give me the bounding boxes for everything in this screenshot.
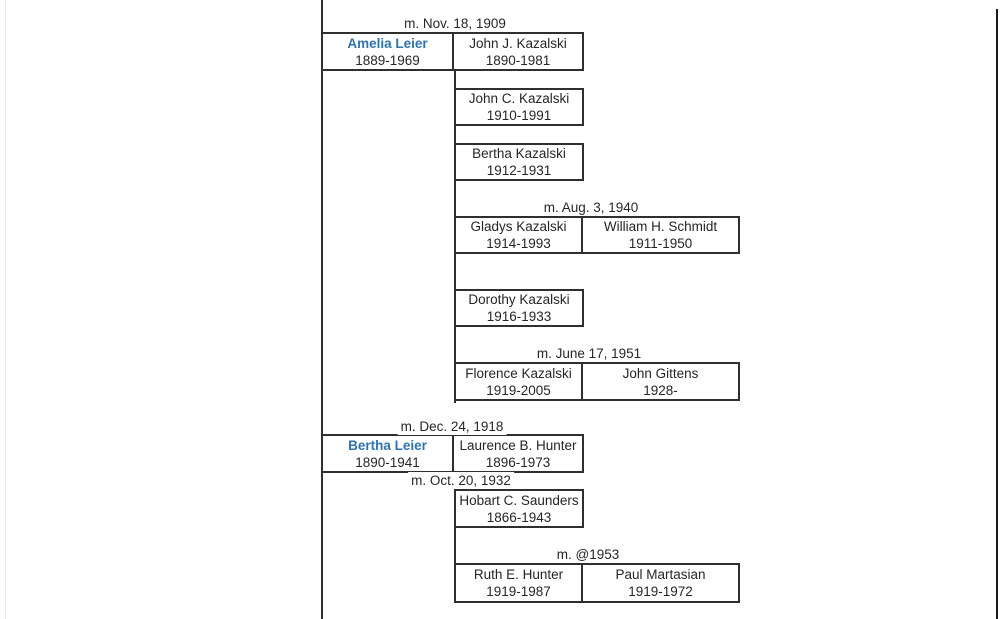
person-dates: 1919-1987 xyxy=(486,584,551,599)
person-dates: 1889-1969 xyxy=(355,52,420,68)
couple-box-amelia-johnj: Amelia Leier 1889-1969 John J. Kazalski … xyxy=(321,32,584,71)
person-name: Bertha Leier xyxy=(348,437,427,453)
person-dates: 1866-1943 xyxy=(486,509,552,525)
person-dates: 1911-1950 xyxy=(628,236,693,251)
person-dates: 1914-1993 xyxy=(486,236,551,251)
window-edge-line xyxy=(996,9,998,619)
marriage-date-florence-gittens: m. June 17, 1951 xyxy=(533,345,645,362)
person-bertha-leier: Bertha Leier 1890-1941 xyxy=(323,436,454,471)
marriage-date-leier-kazalski: m. Nov. 18, 1909 xyxy=(401,15,509,32)
person-dates: 1928- xyxy=(643,382,678,398)
person-ruth-hunter: Ruth E. Hunter 1919-1987 xyxy=(456,565,583,601)
person-name: John Gittens xyxy=(622,365,699,381)
person-john-c-kazalski: John C. Kazalski 1910-1991 xyxy=(454,88,584,126)
tree-spine-main xyxy=(321,0,323,619)
tree-spine-hunter-children xyxy=(454,472,456,602)
person-name: John J. Kazalski xyxy=(469,35,567,51)
couple-box-gladys-william: Gladys Kazalski 1914-1993 William H. Sch… xyxy=(454,216,740,254)
person-name: Ruth E. Hunter xyxy=(473,567,564,582)
marriage-date-gladys-william: m. Aug. 3, 1940 xyxy=(540,199,642,216)
person-name: Gladys Kazalski xyxy=(470,219,567,234)
person-dates: 1890-1981 xyxy=(485,52,551,68)
person-john-j-kazalski: John J. Kazalski 1890-1981 xyxy=(454,34,582,69)
couple-box-florence-gittens: Florence Kazalski 1919-2005 John Gittens… xyxy=(454,362,740,401)
person-dates: 1910-1991 xyxy=(486,108,552,123)
person-name: Dorothy Kazalski xyxy=(468,292,570,307)
person-dates: 1896-1973 xyxy=(485,454,551,470)
person-dates: 1916-1933 xyxy=(486,309,552,324)
marriage-date-leier-saunders: m. Oct. 20, 1932 xyxy=(408,472,514,489)
person-name: Laurence B. Hunter xyxy=(459,437,577,453)
person-laurence-hunter: Laurence B. Hunter 1896-1973 xyxy=(454,436,582,471)
person-dates: 1919-1972 xyxy=(628,584,693,599)
marriage-date-leier-hunter: m. Dec. 24, 1918 xyxy=(397,418,507,435)
person-bertha-kazalski: Bertha Kazalski 1912-1931 xyxy=(454,143,584,181)
person-amelia-leier: Amelia Leier 1889-1969 xyxy=(323,34,454,69)
person-florence-kazalski: Florence Kazalski 1919-2005 xyxy=(456,364,583,399)
person-john-gittens: John Gittens 1928- xyxy=(583,364,738,399)
person-name: Amelia Leier xyxy=(347,35,428,51)
person-dates: 1912-1931 xyxy=(486,163,552,178)
person-paul-martasian: Paul Martasian 1919-1972 xyxy=(583,565,738,601)
person-dates: 1919-2005 xyxy=(486,382,551,398)
person-name: Paul Martasian xyxy=(615,567,706,582)
person-dorothy-kazalski: Dorothy Kazalski 1916-1933 xyxy=(454,289,584,327)
person-gladys-kazalski: Gladys Kazalski 1914-1993 xyxy=(456,218,583,252)
person-name: Hobart C. Saunders xyxy=(459,492,579,508)
person-name: Bertha Kazalski xyxy=(472,146,566,161)
person-william-schmidt: William H. Schmidt 1911-1950 xyxy=(583,218,738,252)
person-dates: 1890-1941 xyxy=(355,454,420,470)
person-name: Florence Kazalski xyxy=(465,365,572,381)
marriage-date-ruth-paul: m. @1953 xyxy=(553,546,623,563)
couple-box-berthal-laurence: Bertha Leier 1890-1941 Laurence B. Hunte… xyxy=(321,434,584,473)
person-hobart-saunders: Hobart C. Saunders 1866-1943 xyxy=(454,489,584,528)
person-name: William H. Schmidt xyxy=(603,219,718,234)
page-edge-line xyxy=(5,0,6,619)
person-name: John C. Kazalski xyxy=(468,91,570,106)
couple-box-ruth-paul: Ruth E. Hunter 1919-1987 Paul Martasian … xyxy=(454,563,740,603)
